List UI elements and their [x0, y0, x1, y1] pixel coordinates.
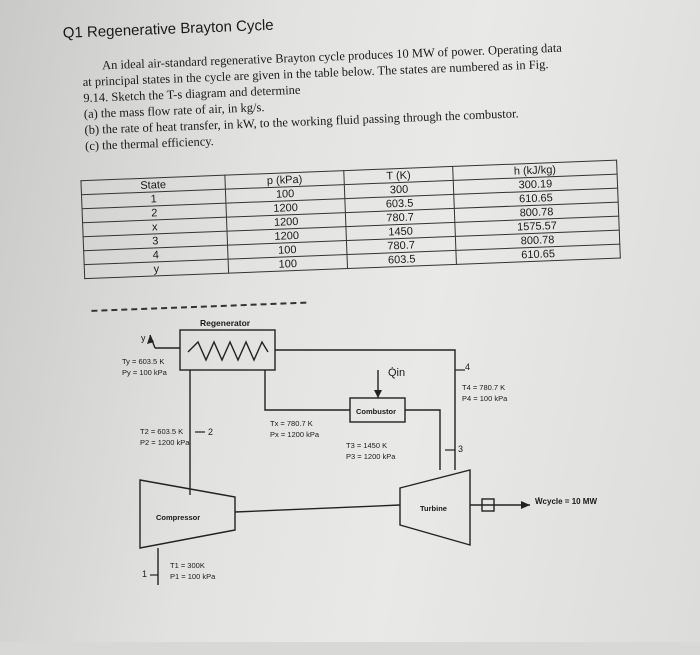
exhaust-arrowhead: [147, 335, 154, 344]
compressor-shape: [139, 479, 236, 549]
state-y-pressure: Py = 100 kPa: [122, 368, 167, 377]
state-1-number: 1: [142, 569, 148, 579]
state-1-label: T1 = 300K P1 = 100 kPa: [170, 560, 215, 582]
combustor-label: Combustor: [356, 407, 396, 416]
state-2-label: T2 = 603.5 K P2 = 1200 kPa: [140, 426, 189, 448]
regenerator-label: Regenerator: [200, 318, 251, 328]
state-3-label: T3 = 1450 K P3 = 1200 kPa: [346, 440, 395, 462]
turbine-label: Turbine: [420, 504, 447, 513]
heat-arrowhead: [374, 390, 382, 398]
state-4-temp: T4 = 780.7 K: [462, 383, 506, 392]
state-y-number: y: [141, 333, 146, 343]
state-2-number: 2: [208, 427, 214, 437]
state-3-pressure: P3 = 1200 kPa: [346, 452, 396, 461]
state-1-temp: T1 = 300K: [170, 561, 205, 570]
state-4-label: T4 = 780.7 K P4 = 100 kPa: [462, 382, 507, 404]
flow-line-4: [275, 349, 456, 470]
flow-line-x: [264, 370, 350, 411]
state-3-temp: T3 = 1450 K: [346, 441, 388, 450]
state-3-number: 3: [458, 444, 464, 454]
work-output-label: Ẇcycle = 10 MW: [535, 497, 598, 506]
coupling-box: [481, 498, 495, 512]
state-x-label: Tx = 780.7 K Px = 1200 kPa: [270, 418, 319, 440]
state-x-pressure: Px = 1200 kPa: [270, 430, 319, 439]
state-4-pressure: P4 = 100 kPa: [462, 394, 508, 403]
flow-line-3: [405, 409, 441, 470]
state-x-temp: Tx = 780.7 K: [270, 419, 313, 428]
state-2-temp: T2 = 603.5 K: [140, 427, 184, 436]
shaft-line: [234, 504, 401, 513]
work-arrowhead: [521, 501, 530, 509]
compressor-label: Compressor: [156, 513, 201, 522]
turbine-shape: [399, 469, 471, 546]
state-2-pressure: P2 = 1200 kPa: [140, 438, 190, 447]
state-4-number: 4: [465, 362, 471, 372]
state-y-label: Ty = 603.5 K Py = 100 kPa: [122, 356, 167, 378]
heat-input-label: Q̇in: [388, 367, 406, 379]
state-y-temp: Ty = 603.5 K: [122, 357, 165, 366]
state-1-pressure: P1 = 100 kPa: [170, 572, 216, 581]
regenerator-coil-top: [187, 340, 269, 362]
regenerator-box: [179, 329, 276, 371]
